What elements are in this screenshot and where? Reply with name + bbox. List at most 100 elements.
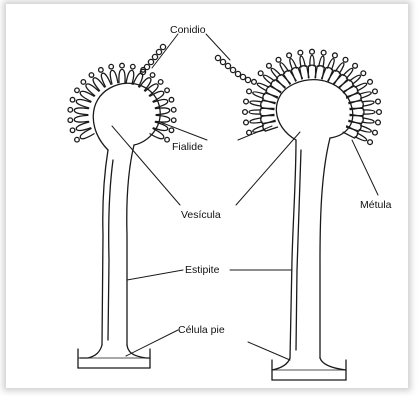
conidium [321,50,326,55]
conidium [152,54,157,59]
conidium [373,89,378,94]
leader-celula-left [126,330,178,356]
conidium [169,128,174,133]
left-phialides [68,63,176,142]
phialide [350,75,361,84]
leader-vesicula-left [112,126,180,205]
conidium [368,79,373,84]
conidium [245,77,250,82]
phialide [264,75,275,84]
phialide [156,108,170,115]
metula [308,65,315,78]
leader-fialide-right [238,126,272,140]
conidium [165,137,170,142]
conidium [287,53,292,58]
conidium [225,63,230,68]
left-conidiophore [68,63,176,368]
conidium [244,120,249,125]
conidium [235,71,240,76]
conidium [171,118,176,123]
right-stipe [290,140,296,358]
phialide [145,84,158,96]
phialide [355,83,367,91]
phialide [249,110,261,114]
conidium [353,63,358,68]
phialide [363,110,375,114]
conidium [258,71,263,76]
conidium [81,80,86,85]
conidium [361,71,366,76]
conidium [276,57,281,62]
conidium [109,64,114,69]
label-celula-pie: Célula pie [178,324,225,336]
conidium [215,55,220,60]
phialide [343,68,353,78]
phialide [119,69,125,82]
right-vesicle [276,80,352,140]
conidium [156,49,161,54]
conidium [89,73,94,78]
right-stipe-inner [320,138,330,358]
conidium [68,118,73,123]
left-conidia-chain [140,44,165,74]
conidium [220,59,225,64]
conidium [376,99,381,104]
right-foot-cell [272,358,346,380]
right-conidiophore [215,49,381,380]
conidium [144,64,149,69]
conidium [252,79,257,84]
conidium [377,110,382,115]
phialide [156,115,170,122]
conidium [171,108,176,113]
label-conidio: Conidio [170,24,206,36]
leader-estipite-left [127,270,183,280]
conidium [99,68,104,73]
left-stipe-inner [127,145,134,345]
conidium [373,130,378,135]
right-conidia-chain [215,55,250,82]
conidium [243,110,248,115]
conidium [165,88,170,93]
leader-metula [352,140,378,195]
phialide [110,70,118,84]
conidium [70,97,75,102]
conidium [75,137,80,142]
phialide [336,63,344,74]
conidium [68,108,73,113]
conidium [368,140,373,145]
conidium [247,89,252,94]
conidium [230,67,235,72]
leader-conidio-left [152,34,178,68]
conidium [160,44,165,49]
left-foot-cell [78,345,150,368]
phialide [74,115,88,122]
conidium [75,88,80,93]
conidium [267,63,272,68]
conidium [169,97,174,102]
leader-celula-right [248,342,290,360]
label-metula: Métula [360,199,392,211]
left-vesicle [93,83,160,150]
conidium [131,64,136,69]
conidium [70,128,75,133]
leader-vesicula-right [236,132,300,205]
conidium [310,49,315,54]
conidium [150,73,155,78]
conidium [244,99,249,104]
phialide [280,63,288,74]
conidium [376,120,381,125]
conidium [343,57,348,62]
label-estipite: Estipite [185,264,220,276]
conidium [148,59,153,64]
leader-lines [112,34,378,360]
conidium [158,80,163,85]
phialide [257,83,269,91]
leader-conidio-right [206,34,230,60]
phialide [126,70,134,84]
phialide [355,133,367,141]
conidium [120,63,125,68]
left-stipe [102,150,108,345]
conidium [333,53,338,58]
